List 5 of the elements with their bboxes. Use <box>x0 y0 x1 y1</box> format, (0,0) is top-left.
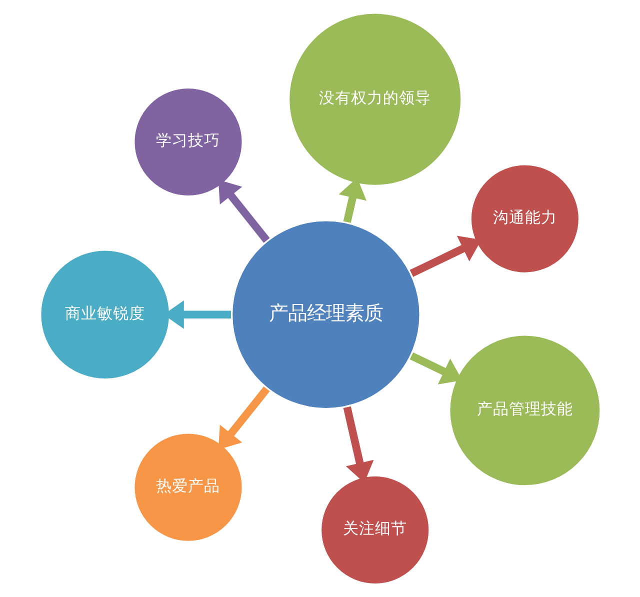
arrow <box>409 352 462 384</box>
arrow <box>409 236 481 277</box>
arrow <box>218 180 270 243</box>
arrow <box>218 386 270 450</box>
node-circle: 沟通能力 <box>468 162 581 276</box>
